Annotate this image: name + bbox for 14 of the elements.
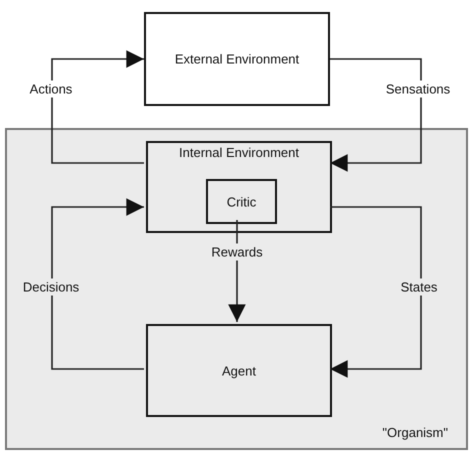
node-label: "Organism" — [382, 425, 448, 440]
process-box — [144, 12, 330, 106]
process-box — [206, 179, 277, 224]
process-box — [146, 324, 332, 417]
node-label: Agent — [222, 363, 256, 378]
arrow — [51, 198, 144, 370]
arrow — [330, 58, 422, 172]
arrow — [330, 206, 422, 378]
process-box — [146, 141, 332, 233]
node-label: Internal Environment — [179, 145, 299, 160]
node-label: External Environment — [174, 52, 300, 66]
arrow — [51, 50, 144, 164]
boundary-panel — [5, 128, 468, 450]
node-label: Critic — [226, 194, 256, 209]
